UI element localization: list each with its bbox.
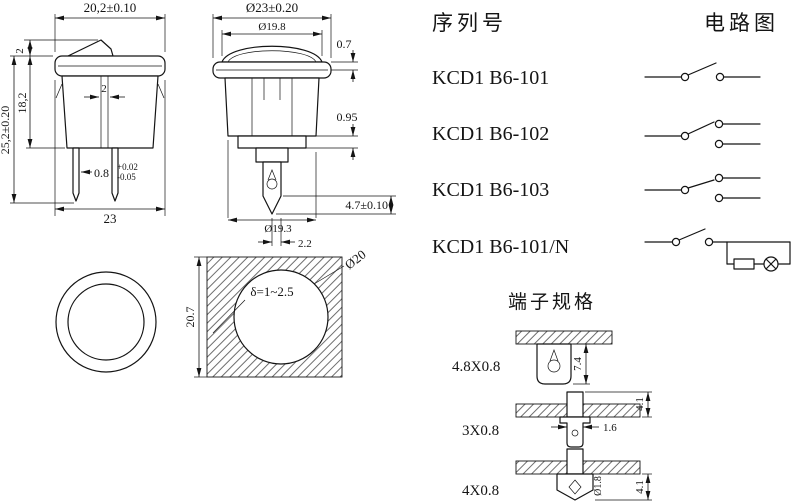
dim-pin-thickness: 0.8 [94, 166, 109, 180]
dim-body-height: 18,2 [15, 93, 29, 114]
dim-width-top: 20,2±0.10 [84, 0, 137, 15]
panel-thickness-note: δ=1~2.5 [250, 284, 293, 299]
center-terminal-pin [262, 161, 282, 215]
terminal1-label: 4.8X0.8 [452, 359, 500, 375]
tab-with-hole-outline [556, 473, 594, 501]
switch-body-outline [61, 75, 159, 149]
catalog-table: 序列号 电路图 KCD1 B6-101 KCD1 B6-102 KCD1 B6-… [432, 11, 791, 272]
mounting-hole-drawing: 20.7 δ=1~2.5 Ø20 [183, 247, 369, 378]
terminal-item-4x08: Ø1.8 4.1 4X0.8 [462, 448, 652, 501]
dim-width-bottom: 23 [104, 211, 117, 226]
rocker-actuator-outline [67, 39, 114, 57]
dim-terminal3-height: 4.1 [634, 480, 646, 494]
terminal-pin-right [111, 147, 119, 202]
solder-lug-outline [559, 416, 591, 448]
dim-dia-outer: Ø23±0.20 [246, 0, 298, 15]
faston-tab-outline [536, 343, 572, 385]
terminal2-stub [566, 391, 584, 418]
dim-dia-body: Ø19.3 [264, 223, 292, 235]
dim-total-height: 25,2±0.20 [0, 106, 12, 155]
bezel-ring-drawing [55, 271, 157, 373]
terminal-pin-left [72, 147, 80, 202]
model-kcd1-b6-101: KCD1 B6-101 [432, 67, 549, 89]
dim-terminal3-hole: Ø1.8 [593, 476, 604, 496]
dim-step: 0.95 [337, 110, 358, 124]
terminal3-stub [566, 448, 584, 475]
dim-dia-dome: Ø19.8 [258, 21, 286, 33]
circuit-diagram-header: 电路图 [704, 11, 779, 35]
neck-outline [255, 147, 289, 163]
resistor-symbol [733, 258, 755, 270]
model-kcd1-b6-101n: KCD1 B6-101/N [432, 236, 569, 258]
dim-lip: 0.7 [337, 37, 352, 51]
dim-terminal2-width: 1.6 [603, 422, 617, 434]
dim-rocker-height: 2 [14, 48, 26, 54]
dim-pin-tol-plus: +0.02 [117, 162, 138, 172]
terminal3-label: 4X0.8 [462, 483, 499, 499]
ring-outer-circle [55, 271, 157, 373]
dome-outline [221, 45, 323, 63]
circuit-symbol-spdt-a [644, 119, 761, 149]
terminal2-label: 3X0.8 [462, 423, 499, 439]
dim-inner: 2 [101, 83, 107, 95]
dim-hole-height: 20.7 [183, 307, 197, 328]
model-kcd1-b6-103: KCD1 B6-103 [432, 179, 549, 201]
body-step-outline [237, 135, 307, 149]
front-view-drawing: Ø23±0.20 Ø19.8 0.7 0.95 4.7±0.10 Ø19.3 [212, 0, 396, 250]
terminal-item-48x08: 7.4 4.8X0.8 [452, 330, 613, 385]
side-view-drawing: 20,2±0.10 2 25,2±0.20 18,2 2 0.8 +0.02 -… [0, 0, 166, 226]
circuit-symbol-spst [644, 62, 761, 82]
mounting-hole-circle [233, 269, 329, 365]
body-outline [224, 77, 320, 137]
dim-pin-tol-minus: -0.05 [117, 172, 136, 182]
dim-hole-dia: Ø20 [342, 247, 369, 273]
circuit-symbol-neon [644, 228, 791, 272]
ring-inner-circle [67, 283, 145, 361]
dim-pin-length: 4.7±0.10 [345, 198, 388, 212]
serial-number-header: 序列号 [432, 11, 507, 35]
dim-terminal2-height: 4.1 [634, 397, 646, 411]
circuit-symbol-spdt-b [644, 173, 761, 203]
terminal-specs-title: 端子规格 [508, 291, 596, 313]
pin-hole [266, 178, 278, 190]
terminal-specs: 端子规格 7.4 4.8X0.8 4.1 1.6 3X0.8 [452, 291, 652, 501]
dim-pin-offset: 2.2 [298, 238, 312, 250]
model-kcd1-b6-102: KCD1 B6-102 [432, 123, 549, 145]
terminal-item-3x08: 4.1 1.6 3X0.8 [462, 391, 652, 448]
dim-terminal1-height: 7.4 [572, 357, 584, 371]
